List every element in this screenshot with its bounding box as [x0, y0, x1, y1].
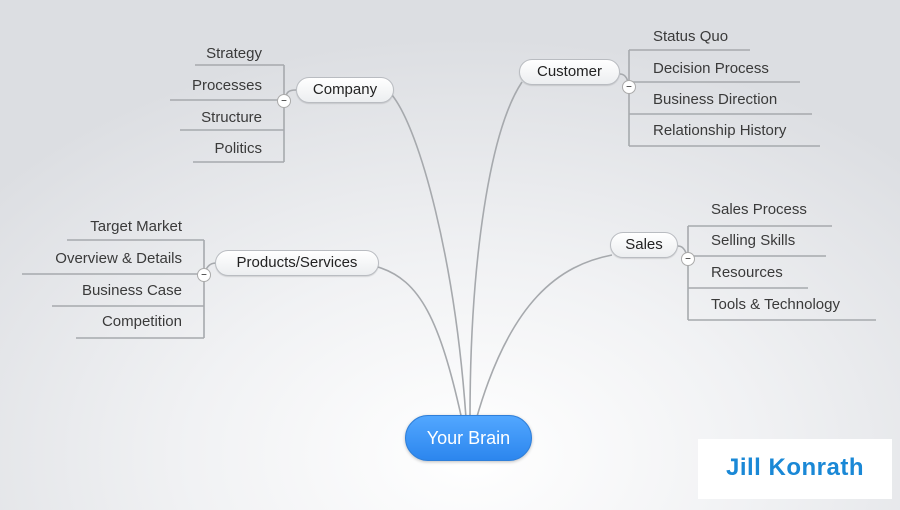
- collapse-toggle-customer[interactable]: –: [622, 80, 636, 94]
- topic-sales[interactable]: Sales: [610, 232, 678, 258]
- topic-company[interactable]: Company: [296, 77, 394, 103]
- collapse-toggle-products-services[interactable]: –: [197, 268, 211, 282]
- subtopic-competition[interactable]: Competition: [101, 313, 182, 330]
- jill-konrath-logo: Jill Konrath: [698, 439, 892, 499]
- subtopic-overview-details[interactable]: Overview & Details: [55, 250, 182, 267]
- subtopic-processes[interactable]: Processes: [191, 77, 262, 94]
- connector-customer: [469, 81, 523, 419]
- subtopic-decision-process[interactable]: Decision Process: [653, 60, 769, 77]
- subtopic-status-quo[interactable]: Status Quo: [653, 28, 729, 45]
- subtopic-target-market[interactable]: Target Market: [90, 218, 182, 235]
- subtopic-strategy[interactable]: Strategy: [206, 45, 262, 62]
- topic-customer[interactable]: Customer: [519, 59, 620, 85]
- subtopic-selling-skills[interactable]: Selling Skills: [711, 232, 796, 249]
- subtopic-sales-process[interactable]: Sales Process: [711, 201, 807, 218]
- central-topic[interactable]: Your Brain: [405, 415, 532, 461]
- collapse-toggle-company[interactable]: –: [277, 94, 291, 108]
- subtopic-business-case[interactable]: Business Case: [81, 282, 182, 299]
- topic-products-services[interactable]: Products/Services: [215, 250, 379, 276]
- connector-sales: [475, 254, 613, 421]
- subtopic-tools-technology[interactable]: Tools & Technology: [711, 296, 840, 313]
- collapse-toggle-sales[interactable]: –: [681, 252, 695, 266]
- subtopic-politics[interactable]: Politics: [214, 140, 262, 157]
- connector-company: [391, 94, 467, 419]
- connector-products: [377, 266, 463, 421]
- subtopic-business-direction[interactable]: Business Direction: [653, 91, 778, 108]
- subtopic-resources[interactable]: Resources: [711, 264, 783, 281]
- subtopic-structure[interactable]: Structure: [201, 109, 262, 126]
- subtopic-relationship-history[interactable]: Relationship History: [653, 122, 787, 139]
